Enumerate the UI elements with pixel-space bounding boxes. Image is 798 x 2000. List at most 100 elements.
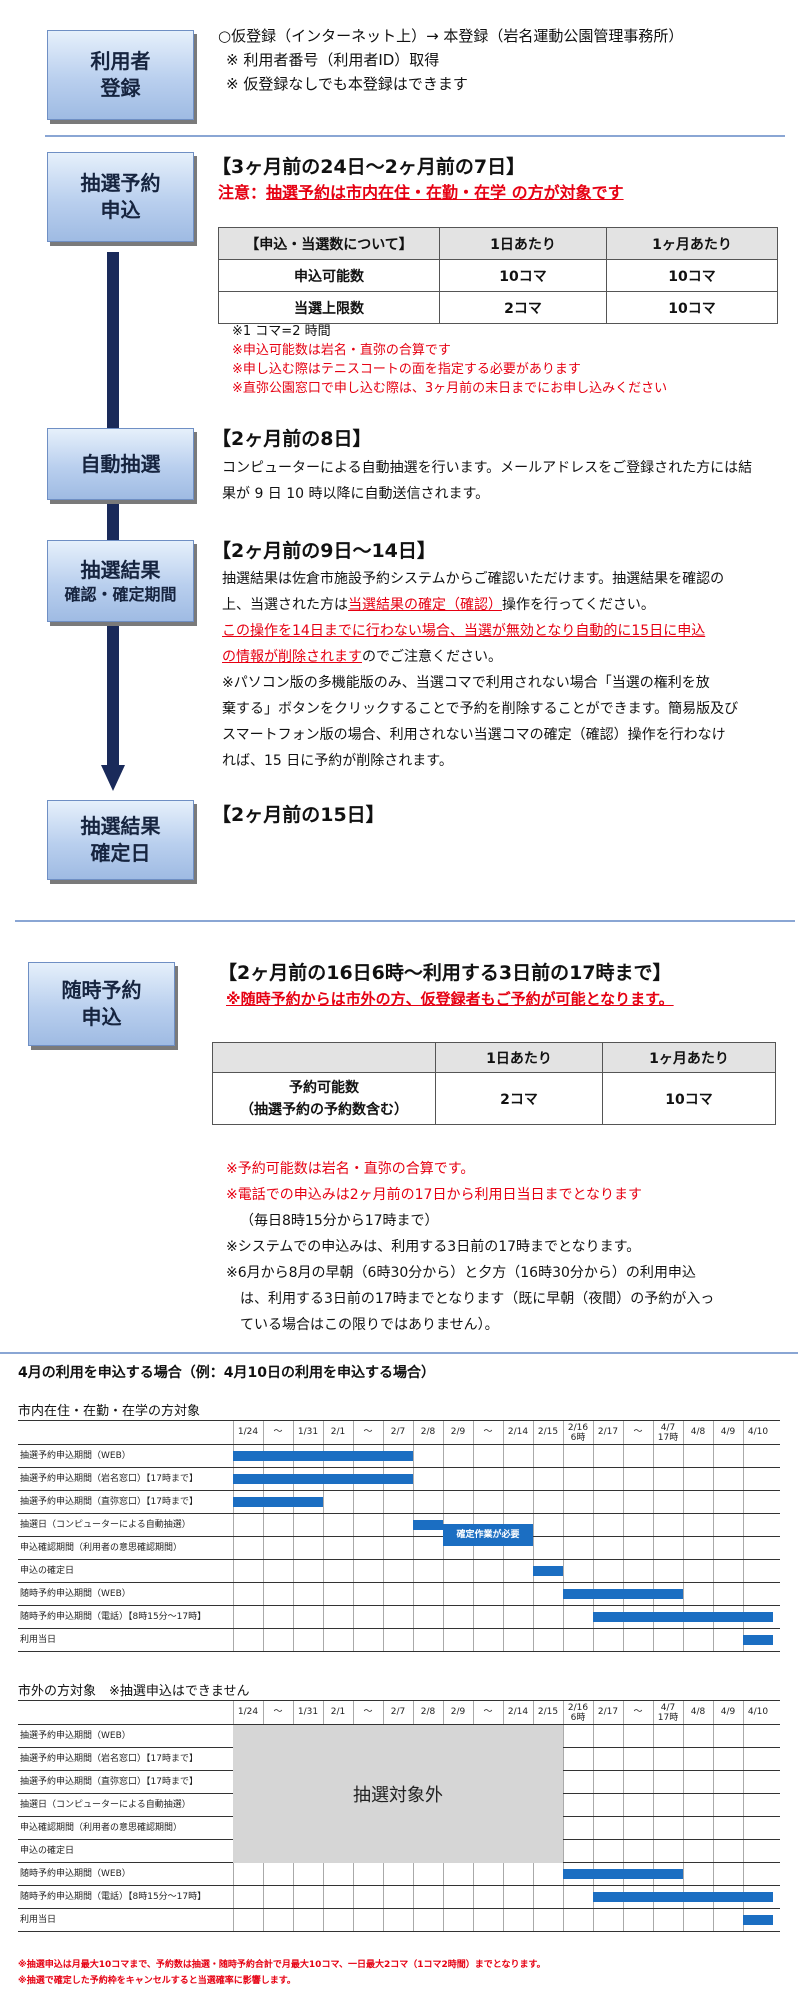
- gantt-gridline: [533, 1445, 534, 1467]
- gantt-gridline: [323, 1909, 324, 1931]
- gantt-gridline: [443, 1863, 444, 1885]
- notice-underlined: 抽選予約は市内在住・在勤・在学 の方が対象です: [266, 183, 624, 202]
- lottery-note-1: ※1 コマ=2 時間: [232, 324, 331, 339]
- gantt-gridline: [383, 1909, 384, 1931]
- gantt-date-label: 2/7: [390, 1427, 406, 1437]
- gantt-gridline: [593, 1748, 594, 1770]
- gantt-gridline: [383, 1560, 384, 1582]
- gantt-gridline: [683, 1725, 684, 1747]
- lottery-apply-notice: 注意：抽選予約は市内在住・在勤・在学 の方が対象です: [218, 180, 624, 206]
- gantt-date-label: ～: [633, 1427, 643, 1437]
- gantt-gridline: [293, 1537, 294, 1559]
- gantt-gridline: [743, 1583, 744, 1605]
- gantt-gridline: [353, 1701, 354, 1724]
- gantt-gridline: [623, 1748, 624, 1770]
- gantt-gridline: [263, 1583, 264, 1605]
- gantt-gridline: [413, 1583, 414, 1605]
- gantt-gridline: [563, 1560, 564, 1582]
- gantt-gridline: [743, 1725, 744, 1747]
- gantt-date-label: 4/10: [747, 1707, 769, 1717]
- gantt-gridline: [443, 1886, 444, 1908]
- gantt-gridline: [293, 1629, 294, 1651]
- row-label-1: 予約可能数: [289, 1079, 359, 1096]
- gantt-gridline: [263, 1560, 264, 1582]
- gantt-gridline: [443, 1583, 444, 1605]
- gantt-gridline: [383, 1421, 384, 1444]
- gantt-row-label: 随時予約申込期間（電話）【8時15分～17時】: [20, 1612, 207, 1622]
- divider: [15, 920, 795, 922]
- gantt-row-label: 抽選日（コンピューターによる自動抽選）: [20, 1520, 191, 1530]
- auto-lottery-heading: 【2ヶ月前の8日】: [212, 428, 372, 450]
- step-label-line2: 登録: [100, 76, 141, 100]
- gantt-gridline: [593, 1840, 594, 1862]
- gantt-bar: [563, 1869, 683, 1879]
- table-cell: 10コマ: [602, 1072, 776, 1125]
- gantt-gridline: [323, 1421, 324, 1444]
- gantt-gridline: [563, 1701, 564, 1724]
- gantt-gridline: [293, 1909, 294, 1931]
- gantt-gridline: [443, 1421, 444, 1444]
- example-title: 4月の利用を申込する場合（例：4月10日の利用を申込する場合）: [18, 1365, 435, 1381]
- gantt-gridline: [593, 1771, 594, 1793]
- step-registration: 利用者 登録: [47, 30, 194, 120]
- gantt-gridline: [713, 1583, 714, 1605]
- gantt-gridline: [233, 1701, 234, 1724]
- gantt-gridline: [443, 1909, 444, 1931]
- result-line4-a: の情報が削除されます: [222, 649, 362, 665]
- gantt-gridline: [323, 1583, 324, 1605]
- gantt-gridline: [713, 1725, 714, 1747]
- gantt-gridline: [563, 1421, 564, 1444]
- gantt-gridline: [323, 1701, 324, 1724]
- gantt-gridline: [503, 1909, 504, 1931]
- gantt-gridline: [623, 1817, 624, 1839]
- gantt-gridline: [653, 1748, 654, 1770]
- gantt-gridline: [323, 1537, 324, 1559]
- gantt-gridline: [683, 1468, 684, 1490]
- gantt-gridline: [473, 1560, 474, 1582]
- gantt-date-label: ～: [483, 1427, 493, 1437]
- gantt-gridline: [743, 1560, 744, 1582]
- anytime-note-2: ※電話での申込みは2ヶ月前の17日から利用日当日までとなります: [226, 1187, 643, 1203]
- gantt-bar: [743, 1915, 773, 1925]
- lottery-note-2: ※申込可能数は岩名・直弥の合算です: [232, 343, 451, 358]
- gantt-gridline: [623, 1514, 624, 1536]
- gantt-gridline: [623, 1491, 624, 1513]
- gantt-gridline: [533, 1629, 534, 1651]
- gantt-gridline: [383, 1514, 384, 1536]
- result-line4-b: のでご注意ください。: [362, 649, 502, 665]
- table-cell: 10コマ: [606, 259, 778, 292]
- gantt-gridline: [473, 1886, 474, 1908]
- gantt-gridline: [413, 1445, 414, 1467]
- gantt-gridline: [383, 1537, 384, 1559]
- gantt-gridline: [473, 1606, 474, 1628]
- gantt-gridline: [413, 1629, 414, 1651]
- gantt-gridline: [713, 1771, 714, 1793]
- gantt-bar: [413, 1520, 443, 1530]
- gantt-gridline: [743, 1748, 744, 1770]
- gantt-gridline: [683, 1840, 684, 1862]
- gantt-gridline: [623, 1445, 624, 1467]
- gantt-date-label: 2/9: [450, 1427, 466, 1437]
- gantt-gridline: [563, 1794, 564, 1816]
- gantt-gridline: [623, 1701, 624, 1724]
- gantt-gridline: [713, 1537, 714, 1559]
- gantt-gridline: [713, 1514, 714, 1536]
- step-label-line2: 申込: [81, 1005, 122, 1029]
- gantt-gridline: [563, 1491, 564, 1513]
- gantt-gridline: [563, 1725, 564, 1747]
- gantt-gridline: [503, 1886, 504, 1908]
- gantt-gridline: [713, 1468, 714, 1490]
- step-result-confirm: 抽選結果 確認・確定期間: [47, 540, 194, 622]
- gantt-gridline: [473, 1491, 474, 1513]
- gantt-gridline: [713, 1701, 714, 1724]
- gantt-date-label: 4/9: [720, 1707, 736, 1717]
- gantt-gridline: [503, 1537, 504, 1559]
- gantt-date-label: 4/7 17時: [657, 1423, 679, 1443]
- gantt-row: 申込の確定日: [18, 1560, 780, 1583]
- gantt-gridline: [383, 1583, 384, 1605]
- gantt-gridline: [353, 1629, 354, 1651]
- anytime-heading: 【2ヶ月前の16日6時～利用する3日前の17時まで】: [218, 962, 672, 984]
- gantt-row-label: 抽選予約申込期間（岩名窓口）【17時まで】: [20, 1754, 198, 1764]
- gantt-gridline: [563, 1817, 564, 1839]
